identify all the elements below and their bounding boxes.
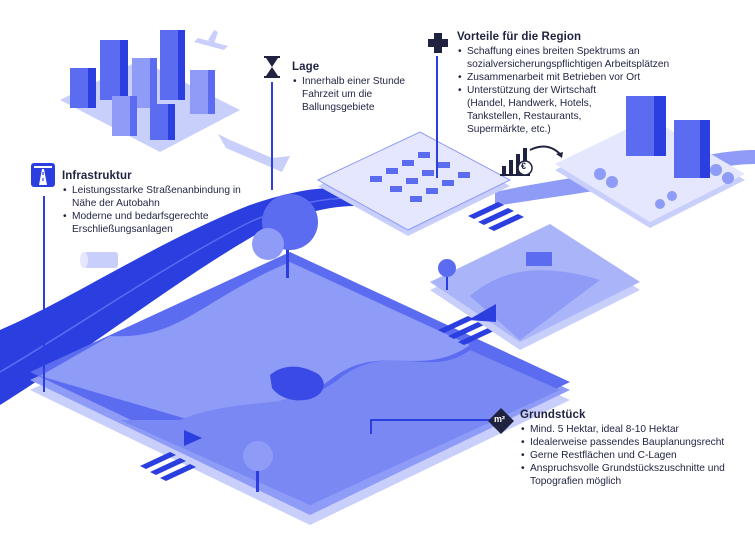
town-trees (594, 164, 734, 209)
plot-field-light (40, 262, 470, 420)
hourglass-icon (263, 56, 281, 78)
parking-stripes (468, 202, 524, 231)
tree-crown-small (252, 228, 284, 260)
infrastruktur-title: Infrastruktur (62, 170, 132, 182)
tree-trunk (286, 222, 289, 278)
area-m2-icon: m² (488, 408, 514, 434)
vorteile-item: Zusammenarbeit mit Betrieben vor Ort (458, 71, 707, 84)
infrastruktur-list: Leistungsstarke Straßenanbindung in Nähe… (62, 184, 272, 236)
town-towers (626, 96, 710, 178)
tree-trunk-small (256, 458, 259, 492)
chart-euro-icon: € (500, 142, 566, 178)
lage-callout: Lage Innerhalb einer Stunde Fahrzeit um … (292, 61, 432, 114)
infrastruktur-callout: Infrastruktur Leistungsstarke Straßenanb… (62, 170, 272, 236)
grundstueck-item: Gerne Restflächen und C-Lagen (521, 449, 752, 462)
airplane-icon (194, 30, 228, 50)
area-m2-text: m² (494, 414, 505, 424)
vorteile-title: Vorteile für die Region (457, 31, 582, 43)
parking-cars (370, 152, 470, 202)
double-arrow-city-parking (218, 134, 290, 172)
field-tree (438, 259, 456, 277)
lage-list: Innerhalb einer Stunde Fahrzeit um die B… (292, 75, 432, 114)
plot-arrow-marker (184, 430, 202, 446)
pipe-cylinder (80, 252, 118, 268)
vorteile-item: Unterstützung der Wirtschaft (Handel, Ha… (458, 84, 627, 136)
field-tree-trunk (446, 270, 448, 290)
grundstueck-item: Idealerweise passendes Bauplanungsrecht (521, 436, 752, 449)
grundstueck-item: Anspruchsvolle Grundstückszuschnitte und… (521, 462, 742, 488)
plot-pond (270, 366, 324, 401)
vorteile-list: Schaffung eines breiten Spektrums an soz… (457, 45, 747, 136)
highway-road (0, 188, 355, 405)
plus-cross-icon (428, 33, 448, 53)
plot-field-dark (120, 350, 560, 505)
grundstueck-item: Mind. 5 Hektar, ideal 8-10 Hektar (521, 423, 752, 436)
vorteile-item: Schaffung eines breiten Spektrums an soz… (458, 45, 687, 71)
field-arrow (468, 304, 496, 322)
lage-title: Lage (292, 61, 320, 73)
city-buildings (70, 30, 215, 140)
euro-symbol: € (521, 161, 527, 171)
town-top (555, 118, 745, 222)
grundstueck-title: Grundstück (520, 409, 586, 421)
plot-stripes-right (438, 316, 494, 345)
tree-crown-lower (243, 441, 273, 471)
callout-line-grundstueck (370, 419, 490, 434)
vorteile-callout: Vorteile für die Region Schaffung eines … (457, 31, 747, 136)
highway-icon (31, 163, 55, 187)
field-hill (470, 270, 600, 340)
infrastruktur-item: Leistungsstarke Straßenanbindung in Nähe… (63, 184, 258, 210)
plot-stripes-left (140, 452, 196, 481)
grundstueck-list: Mind. 5 Hektar, ideal 8-10 Hektar Ideale… (520, 423, 750, 488)
infrastruktur-item: Moderne und bedarfsgerechte Erschließung… (63, 210, 258, 236)
lage-item: Innerhalb einer Stunde Fahrzeit um die B… (293, 75, 428, 114)
highway-road-lane (0, 197, 351, 373)
grundstueck-callout: Grundstück Mind. 5 Hektar, ideal 8-10 He… (520, 409, 750, 488)
excavator (526, 252, 552, 266)
